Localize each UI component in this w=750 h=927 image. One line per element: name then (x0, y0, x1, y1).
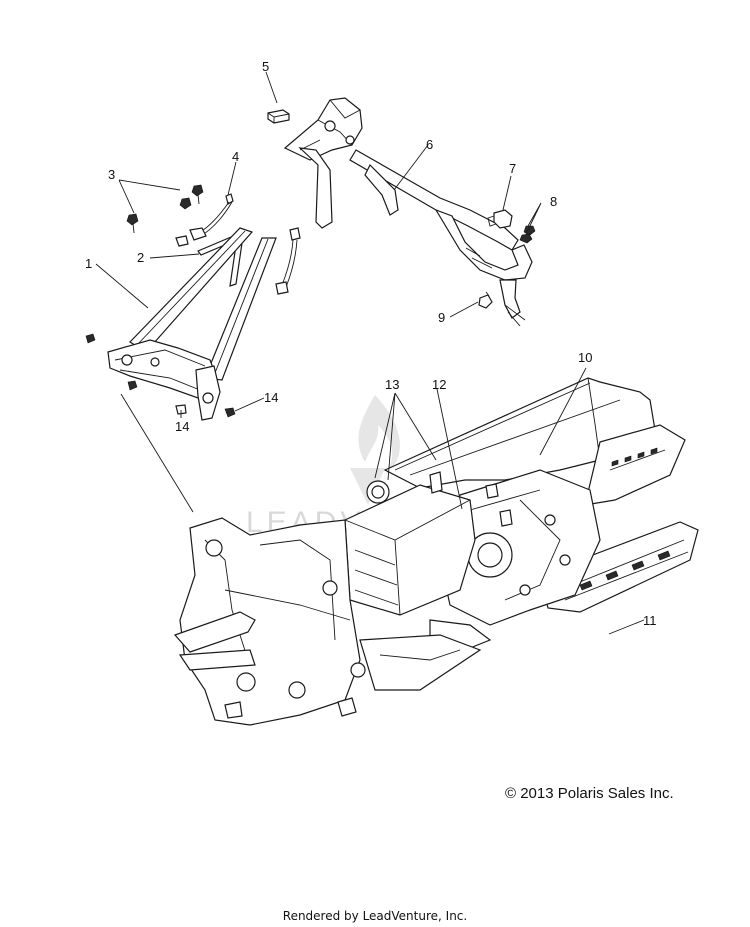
part-3-bolts (126, 184, 204, 234)
part-1-frame-tube (85, 227, 277, 421)
callout-2: 2 (137, 250, 144, 265)
callout-14-right: 14 (264, 390, 278, 405)
part-7-clamp (487, 209, 513, 229)
part-4-strap (175, 193, 301, 295)
callout-5: 5 (262, 59, 269, 74)
part-14-fasteners (175, 404, 236, 418)
callout-13: 13 (385, 377, 399, 392)
callout-8: 8 (550, 194, 557, 209)
part-5-block (267, 109, 290, 124)
callout-1: 1 (85, 256, 92, 271)
part-6-steering-post (283, 97, 533, 327)
part-9-clip (478, 291, 493, 309)
rendered-by-text: Rendered by LeadVenture, Inc. (282, 909, 468, 923)
callout-4: 4 (232, 149, 239, 164)
main-chassis (173, 377, 699, 726)
callouts: 5 6 4 3 7 8 2 1 9 10 13 12 14 14 11 (85, 59, 657, 628)
part-8-nuts (519, 225, 536, 244)
callout-3: 3 (108, 167, 115, 182)
callout-14-left: 14 (175, 419, 189, 434)
callout-10: 10 (578, 350, 592, 365)
callout-12: 12 (432, 377, 446, 392)
copyright-text: © 2013 Polaris Sales Inc. (505, 785, 674, 802)
callout-9: 9 (438, 310, 445, 325)
callout-6: 6 (426, 137, 433, 152)
callout-11: 11 (643, 613, 657, 628)
callout-7: 7 (509, 161, 516, 176)
leader-lines (95, 71, 645, 635)
